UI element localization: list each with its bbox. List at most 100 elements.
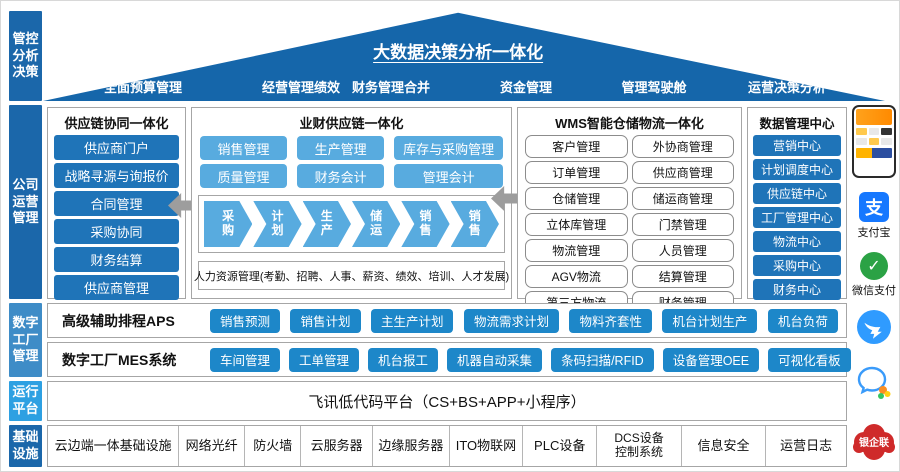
- item-procurement-collab: 采购协同: [54, 219, 179, 244]
- mes-label: 数字工厂MES系统: [62, 351, 177, 368]
- wms-order-mgmt: 订单管理: [525, 161, 628, 184]
- sidebar-item-digital-factory: 数字 工厂 管理: [9, 303, 42, 377]
- dc-logistics-center: 物流中心: [753, 231, 841, 252]
- mes-barcode-rfid: 条码扫描/RFID: [551, 347, 654, 372]
- panel-title: 业财供应链一体化: [299, 116, 404, 131]
- dc-factory-mgmt-center: 工厂管理中心: [753, 207, 841, 228]
- wechat-pay-icon: ✓: [860, 252, 888, 281]
- item-financial-accounting: 财务会计: [297, 164, 385, 188]
- mes-machine-auto-collection: 机器自动采集: [447, 347, 543, 372]
- alipay-label: 支付宝: [857, 227, 891, 240]
- item-management-accounting: 管理会计: [394, 164, 503, 188]
- sidebar-item-company-operation: 公司 运营 管理: [9, 105, 42, 299]
- dc-procurement-center: 采购中心: [753, 255, 841, 276]
- infra-dcs-control-system: DCS设备 控制系统: [597, 426, 682, 466]
- chevron-produce: 生产: [303, 201, 351, 247]
- mes-workshop-mgmt: 车间管理: [210, 347, 281, 372]
- aps-machine-plan-production: 机台计划生产: [662, 308, 758, 333]
- panel-title: WMS智能仓储物流一体化: [555, 116, 704, 131]
- roof-menu-performance: 经营管理绩效: [261, 80, 341, 95]
- wms-customer-mgmt: 客户管理: [525, 135, 628, 158]
- item-sales-mgmt: 销售管理: [200, 136, 288, 160]
- wms-settlement-mgmt: 结算管理: [631, 265, 734, 288]
- wms-personnel-mgmt: 人员管理: [631, 239, 734, 262]
- sidebar-item-control-analysis: 管控 分析 决策: [9, 11, 42, 101]
- wechat-pay-label: 微信支付: [852, 285, 896, 298]
- roof-title: 大数据决策分析一体化: [373, 43, 544, 62]
- chevron-store-transport: 储运: [352, 201, 400, 247]
- svg-text:银企联: 银企联: [859, 436, 889, 449]
- mes-equipment-oee: 设备管理OEE: [662, 347, 760, 372]
- panel-title: 供应链协同一体化: [64, 116, 169, 131]
- infra-ito-iot: ITO物联网: [450, 426, 524, 466]
- low-code-platform-text: 飞讯低代码平台（CS+BS+APP+小程序）: [308, 393, 586, 411]
- aps-material-kitting: 物料齐套性: [569, 308, 652, 333]
- panel-aps: 高级辅助排程APS 销售预测 销售计划 主生产计划 物流需求计划 物料齐套性 机…: [47, 303, 847, 338]
- panel-low-code-platform: 飞讯低代码平台（CS+BS+APP+小程序）: [47, 381, 847, 421]
- wecom-icon: [856, 365, 892, 406]
- item-supplier-portal: 供应商门户: [54, 135, 179, 160]
- panel-wms: WMS智能仓储物流一体化 客户管理 外协商管理 订单管理 供应商管理 仓储管理 …: [517, 107, 742, 314]
- item-finance-settlement: 财务结算: [54, 247, 179, 272]
- chevron-sell-2: 销售: [451, 201, 499, 247]
- infra-network-fiber: 网络光纤: [179, 426, 246, 466]
- item-inventory-procurement-mgmt: 库存与采购管理: [394, 136, 503, 160]
- infra-plc-device: PLC设备: [523, 426, 598, 466]
- roof-menu-budget: 全面预算管理: [103, 80, 183, 95]
- wms-agv-logistics: AGV物流: [525, 265, 628, 288]
- dc-finance-center: 财务中心: [753, 279, 841, 300]
- process-flow: 采购 计划 生产 储运 销售 销售: [198, 195, 505, 253]
- panel-mes: 数字工厂MES系统 车间管理 工单管理 机台报工 机器自动采集 条码扫描/RFI…: [47, 342, 851, 377]
- wms-stereoscopic-warehouse: 立体库管理: [525, 213, 628, 236]
- integration-icons: 支 支付宝 ✓ 微信支付 银企联: [849, 105, 899, 467]
- item-quality-mgmt: 质量管理: [200, 164, 288, 188]
- wms-warehouse-mgmt: 仓储管理: [525, 187, 628, 210]
- roof-big-data-layer: 大数据决策分析一体化 全面预算管理 经营管理绩效 财务管理合并 资金管理 管理驾…: [43, 12, 885, 101]
- sidebar-item-infrastructure: 基础 设施: [9, 425, 42, 467]
- aps-machine-load: 机台负荷: [767, 308, 838, 333]
- infra-edge-server: 边缘服务器: [373, 426, 450, 466]
- item-supplier-mgmt: 供应商管理: [54, 275, 179, 300]
- aps-sales-plan: 销售计划: [290, 308, 361, 333]
- wms-carrier-mgmt: 储运商管理: [631, 187, 734, 210]
- aps-label: 高级辅助排程APS: [62, 312, 175, 329]
- unionpay-cloud-icon: 银企联: [851, 422, 897, 467]
- sidebar-item-runtime-platform: 运行 平台: [9, 381, 42, 421]
- wms-supplier-mgmt: 供应商管理: [631, 161, 734, 184]
- dc-marketing-center: 营销中心: [753, 135, 841, 156]
- hr-management-note: 人力资源管理(考勤、招聘、人事、薪资、绩效、培训、人才发展): [194, 261, 509, 290]
- infra-firewall: 防火墙: [245, 426, 302, 466]
- infra-info-security: 信息安全: [682, 426, 767, 466]
- mes-machine-reporting: 机台报工: [368, 347, 439, 372]
- chevron-procure: 采购: [204, 201, 252, 247]
- infra-operation-log: 运营日志: [780, 437, 833, 453]
- wms-logistics-mgmt: 物流管理: [525, 239, 628, 262]
- chevron-plan: 计划: [253, 201, 301, 247]
- infra-cloud-server: 云服务器: [301, 426, 373, 466]
- item-production-mgmt: 生产管理: [297, 136, 385, 160]
- roof-menu-cockpit: 管理驾驶舱: [621, 80, 687, 95]
- infra-cloud-edge-device: 云边端一体基础设施: [48, 426, 180, 466]
- aps-logistics-demand-plan: 物流需求计划: [463, 308, 559, 333]
- wms-access-control: 门禁管理: [631, 213, 734, 236]
- panel-infrastructure: 云边端一体基础设施 网络光纤 防火墙 云服务器 边缘服务器 ITO物联网 PLC…: [47, 425, 847, 467]
- item-contract-mgmt: 合同管理: [54, 191, 179, 216]
- alipay-icon: 支: [859, 192, 889, 223]
- item-strategic-sourcing: 战略寻源与询报价: [54, 163, 179, 188]
- panel-data-center: 数据管理中心 营销中心 计划调度中心 供应链中心 工厂管理中心 物流中心 采购中…: [747, 107, 847, 300]
- dingtalk-icon: [857, 310, 891, 349]
- wms-outsourcing-mgmt: 外协商管理: [631, 135, 734, 158]
- dc-planning-dispatch-center: 计划调度中心: [753, 159, 841, 180]
- roof-menu-finance-merge: 财务管理合并: [351, 80, 431, 95]
- aps-master-production-plan: 主生产计划: [370, 308, 454, 333]
- panel-biz-finance-supply-chain: 业财供应链一体化 销售管理 生产管理 库存与采购管理 质量管理 财务会计 管理会…: [191, 107, 512, 299]
- roof-menu-decision-analysis: 运营决策分析: [747, 80, 827, 95]
- aps-sales-forecast: 销售预测: [210, 308, 281, 333]
- panel-supply-chain-collaboration: 供应链协同一体化 供应商门户 战略寻源与询报价 合同管理 采购协同 财务结算 供…: [47, 107, 186, 300]
- mes-visual-dashboard: 可视化看板: [768, 347, 851, 372]
- dc-supply-chain-center: 供应链中心: [753, 183, 841, 204]
- panel-title: 数据管理中心: [759, 117, 835, 131]
- chevron-sell-1: 销售: [401, 201, 449, 247]
- roof-menu-capital: 资金管理: [499, 80, 553, 95]
